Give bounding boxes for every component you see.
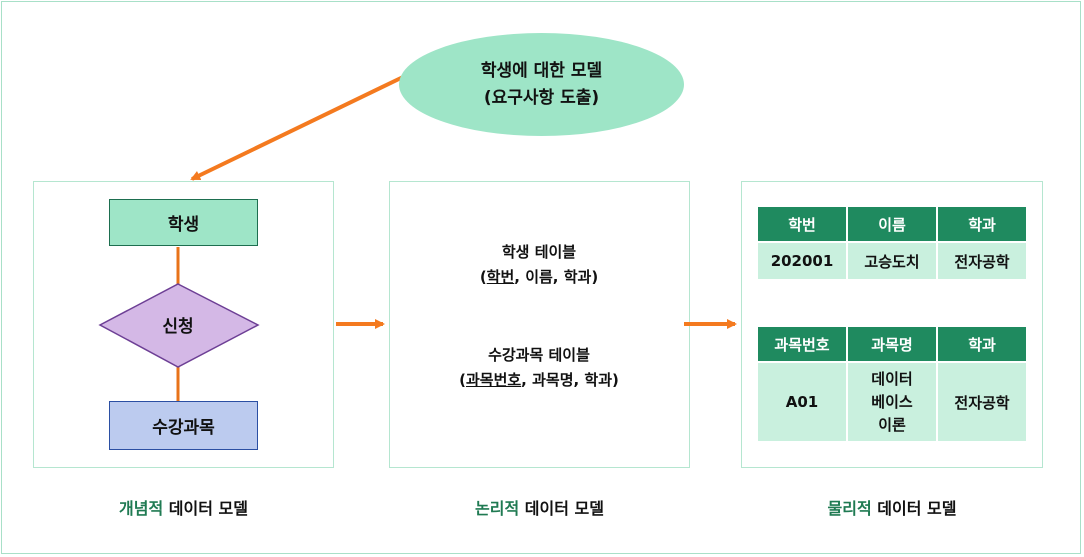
logical-table2-name: 수강과목 테이블 xyxy=(488,346,590,364)
caption-text: 데이터 모델 xyxy=(163,499,248,518)
table-cell: 고승도치 xyxy=(848,243,936,279)
logical-student-table: 학생 테이블 (학번, 이름, 학과) xyxy=(390,240,688,290)
caption-highlight: 개념적 xyxy=(119,499,164,518)
requirements-oval: 학생에 대한 모델 (요구사항 도출) xyxy=(399,33,684,136)
conceptual-caption: 개념적 데이터 모델 xyxy=(33,495,334,519)
table-header-row: 과목번호 과목명 학과 xyxy=(758,327,1026,361)
table-cell: 데이터 베이스 이론 xyxy=(848,363,936,441)
logical-panel xyxy=(389,181,690,468)
table-row: A01 데이터 베이스 이론 전자공학 xyxy=(758,363,1026,441)
header-cell: 이름 xyxy=(848,207,936,241)
columns-rest: , 과목명, 학과) xyxy=(521,371,619,389)
physical-caption: 물리적 데이터 모델 xyxy=(741,495,1043,519)
logical-caption: 논리적 데이터 모델 xyxy=(389,495,690,519)
caption-highlight: 논리적 xyxy=(475,499,520,518)
header-cell: 학번 xyxy=(758,207,846,241)
relationship-diamond xyxy=(98,283,260,368)
logical-course-table: 수강과목 테이블 (과목번호, 과목명, 학과) xyxy=(390,343,688,393)
requirements-line2: (요구사항 도출) xyxy=(483,87,600,108)
logical-table1-columns: (학번, 이름, 학과) xyxy=(390,265,688,290)
header-cell: 학과 xyxy=(938,207,1026,241)
header-cell: 과목명 xyxy=(848,327,936,361)
entity-student: 학생 xyxy=(109,199,258,246)
physical-course-table: 과목번호 과목명 학과 A01 데이터 베이스 이론 전자공학 xyxy=(756,325,1028,443)
paren: ( xyxy=(479,268,487,286)
requirements-arrow xyxy=(190,75,404,181)
paren: ( xyxy=(459,371,466,389)
physical-student-table: 학번 이름 학과 202001 고승도치 전자공학 xyxy=(756,205,1028,281)
table-cell: 202001 xyxy=(758,243,846,279)
columns-rest: , 이름, 학과) xyxy=(514,268,599,286)
entity-course: 수강과목 xyxy=(109,401,258,450)
logical-table2-columns: (과목번호, 과목명, 학과) xyxy=(390,368,688,393)
table-cell: 전자공학 xyxy=(938,363,1026,441)
caption-highlight: 물리적 xyxy=(827,499,872,518)
table-cell: A01 xyxy=(758,363,846,441)
table-header-row: 학번 이름 학과 xyxy=(758,207,1026,241)
header-cell: 과목번호 xyxy=(758,327,846,361)
primary-key: 학번 xyxy=(486,268,515,286)
logical-table1-name: 학생 테이블 xyxy=(501,243,577,261)
requirements-line1: 학생에 대한 모델 xyxy=(480,60,603,81)
primary-key: 과목번호 xyxy=(465,371,522,389)
caption-text: 데이터 모델 xyxy=(519,499,604,518)
table-cell: 전자공학 xyxy=(938,243,1026,279)
caption-text: 데이터 모델 xyxy=(871,499,957,518)
table-row: 202001 고승도치 전자공학 xyxy=(758,243,1026,279)
relationship-label: 신청 xyxy=(162,316,194,337)
header-cell: 학과 xyxy=(938,327,1026,361)
